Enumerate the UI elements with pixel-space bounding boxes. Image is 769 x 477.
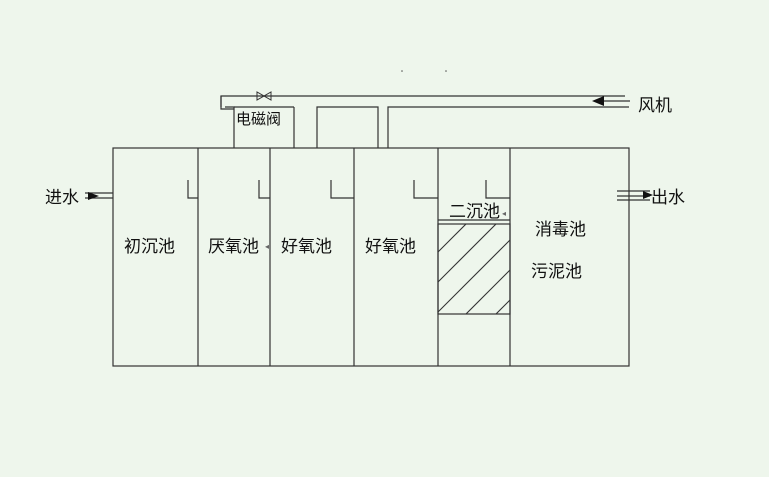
inlet-pipe (85, 192, 113, 200)
baffles (187, 180, 510, 199)
outlet-label: 出水 (651, 188, 685, 208)
tank-anaerobic-label: 厌氧池 (208, 237, 259, 257)
valve-label: 电磁阀 (236, 110, 281, 128)
tank-aerobic-2-label: 好氧池 (365, 237, 416, 257)
tank-primary-label: 初沉池 (124, 237, 175, 257)
tank-sludge-label: 污泥池 (531, 262, 582, 282)
tank-block-outline (112, 147, 630, 367)
blower-arrow-icon (592, 96, 630, 106)
outlet-pipe (617, 190, 653, 201)
dot-2 (445, 70, 447, 72)
flow-mark-2: ◂ (502, 209, 506, 218)
tank-aerobic-1-label: 好氧池 (281, 237, 332, 257)
dot-1 (401, 70, 403, 72)
tank-disinfection-label: 消毒池 (535, 220, 586, 240)
blower-label: 风机 (638, 96, 672, 116)
valve-icon (256, 91, 272, 101)
sludge-hopper (437, 223, 511, 315)
air-pipework (220, 95, 629, 148)
flow-mark-1: ◂ (265, 242, 269, 251)
tank-secondary-label: 二沉池 (449, 202, 500, 222)
inlet-label: 进水 (45, 188, 79, 208)
